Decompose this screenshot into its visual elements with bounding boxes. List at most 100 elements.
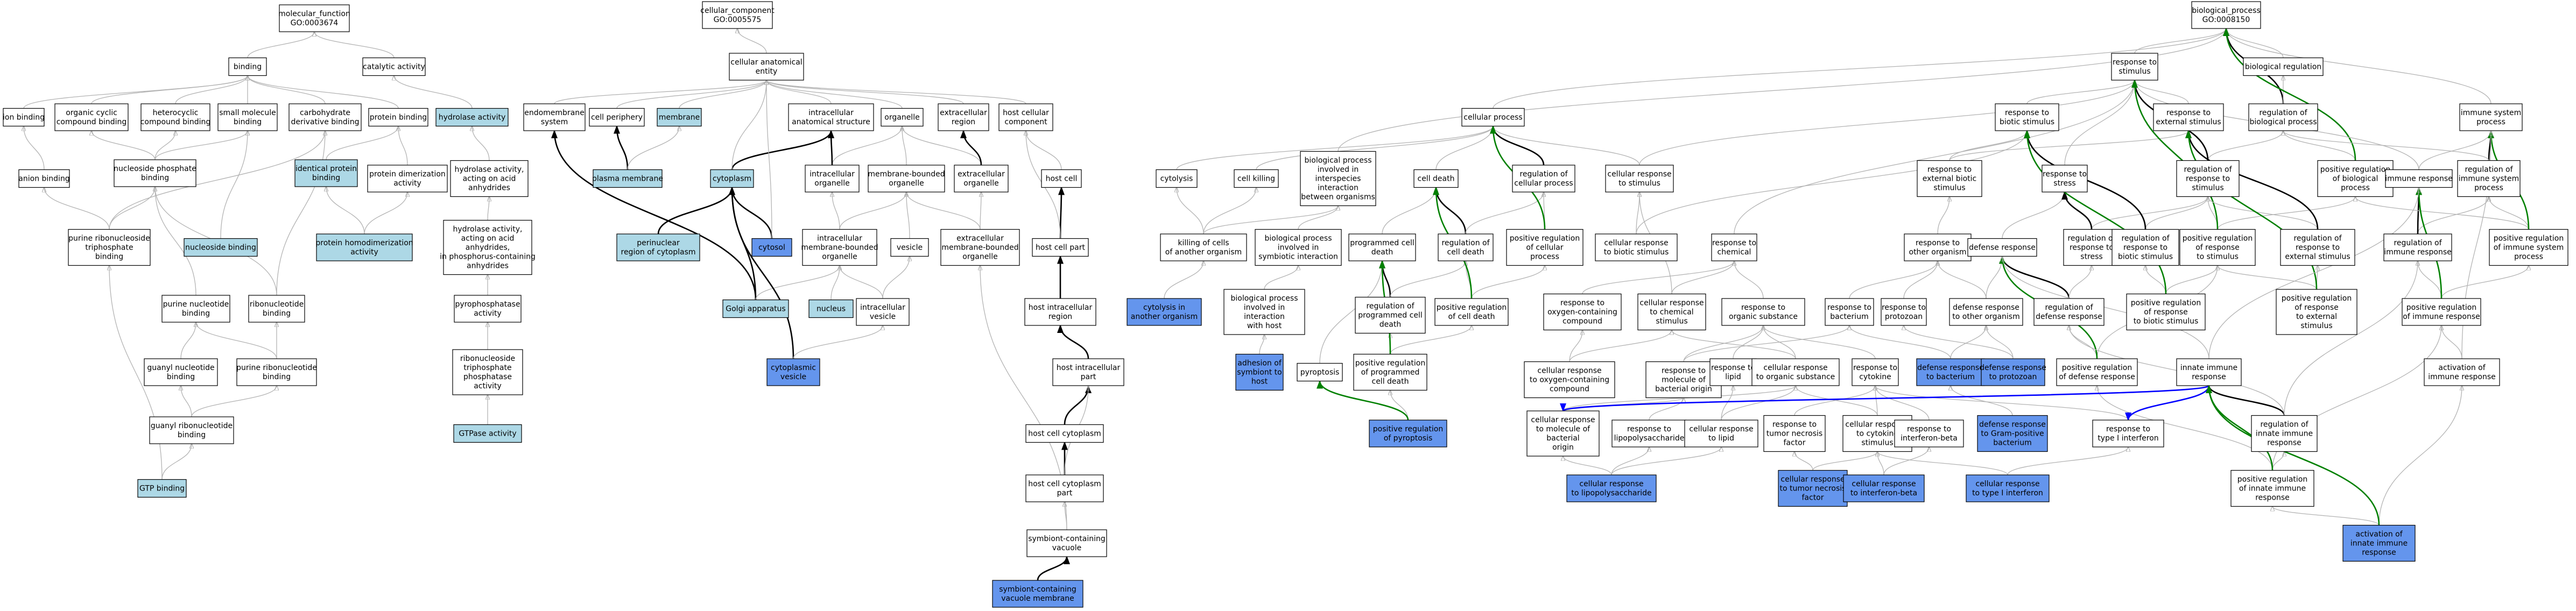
go-term-box (2317, 160, 2394, 197)
go-term-box (1917, 160, 1982, 197)
edge-is-a (2217, 197, 2355, 230)
go-term-label: region of cytoplasm (621, 248, 696, 257)
go-term-box (140, 103, 210, 131)
edge-is-a (24, 126, 45, 170)
go-term-label: response to (1927, 166, 1972, 174)
edge-is-a (44, 188, 110, 230)
go-term-box (2489, 229, 2568, 266)
go-term-box (1966, 474, 2050, 502)
go-term-label: cell death (1447, 248, 1484, 257)
go-term-label: positive regulation (2237, 475, 2307, 484)
edge-is-a (2026, 80, 2135, 104)
go-term-label: host intracellular (1057, 364, 1121, 372)
go-term-label: extracellular (956, 235, 1004, 243)
edge-is-a (1390, 390, 1409, 421)
go-term-node-hostcell: host cell (1041, 169, 1082, 188)
go-term-box (1524, 361, 1615, 399)
edge-is-a (2208, 188, 2419, 359)
go-term-label: response to (1882, 303, 1926, 312)
go-term-box (805, 165, 860, 193)
go-term-box (2126, 293, 2206, 331)
go-term-label: interaction (1244, 312, 1285, 321)
edge-is-a (1671, 261, 1734, 294)
go-term-label: vesicle (870, 312, 896, 321)
edge-is-a (161, 444, 192, 480)
go-term-label: cytokine (1859, 373, 1891, 381)
go-term-box (2276, 289, 2357, 335)
go-term-box (1512, 165, 1575, 193)
edge-is-a (1493, 126, 1640, 166)
edge-is-a (488, 197, 489, 221)
go-term-label: intracellular (860, 303, 905, 312)
go-term-box (1611, 420, 1687, 447)
go-term-label: extracellular (958, 170, 1005, 179)
edge-is-a (1256, 126, 1493, 170)
go-term-label: cellular response (1780, 475, 1845, 484)
go-term-box (2111, 53, 2158, 81)
edge-is-a (2272, 507, 2380, 525)
go-term-node-hydroacid: hydrolase activity,acting on acidanhydri… (450, 160, 529, 197)
go-term-box (137, 479, 187, 498)
edge-is-a (1636, 192, 1639, 235)
go-term-label: regulation of (2184, 166, 2232, 174)
go-term-label: response to (1560, 299, 1604, 308)
edge-is-a (1471, 266, 1545, 299)
go-term-label: cellular_component (700, 6, 775, 15)
go-term-label: compound binding (140, 118, 211, 126)
go-term-label: protein dimerization (369, 170, 446, 179)
go-term-box (2176, 358, 2242, 386)
edge-part-of (1057, 324, 1089, 359)
go-term-label: stimulus (2118, 67, 2150, 76)
go-term-label: lipid (1725, 373, 1741, 381)
edge-is-a (980, 192, 981, 230)
edge-is-a (175, 76, 248, 104)
go-term-label: immune system (2461, 109, 2522, 117)
go-term-label: cytolysis (1160, 175, 1193, 183)
go-term-label: to interferon-beta (1850, 489, 1917, 498)
go-term-label: with host (1247, 322, 1282, 330)
go-term-label: symbiont-containing (999, 585, 1076, 594)
go-term-label: external stimulus (2156, 118, 2221, 126)
go-term-label: regulation of (2260, 421, 2308, 429)
edge-is-a (1563, 386, 1796, 411)
go-term-label: in phosphorus-containing (440, 253, 536, 261)
go-term-label: anion binding (18, 175, 69, 183)
go-term-label: cell killing (1237, 175, 1275, 183)
edge-is-a (2064, 80, 2135, 166)
edge-is-a (1672, 330, 1796, 359)
go-term-box (938, 103, 989, 131)
edge-is-a (2441, 266, 2529, 299)
go-term-label: of immune response (2403, 312, 2480, 321)
go-term-label: oxygen-containing (1547, 308, 1617, 317)
go-term-label: GTPase activity (459, 430, 516, 438)
go-term-node-nucleus: nucleus (808, 299, 854, 318)
edge-is-a (1734, 80, 2135, 235)
go-term-label: stimulus (1861, 439, 1893, 447)
go-term-label: part (1081, 373, 1096, 381)
edge-is-a (616, 80, 766, 109)
go-term-box (1297, 363, 1343, 382)
go-term-box (68, 229, 151, 266)
edge-is-a (2417, 197, 2489, 235)
go-term-label: activation of (2355, 530, 2403, 539)
edge-is-a (364, 192, 407, 235)
go-term-box (217, 103, 278, 131)
edge-is-a (1733, 325, 1763, 359)
